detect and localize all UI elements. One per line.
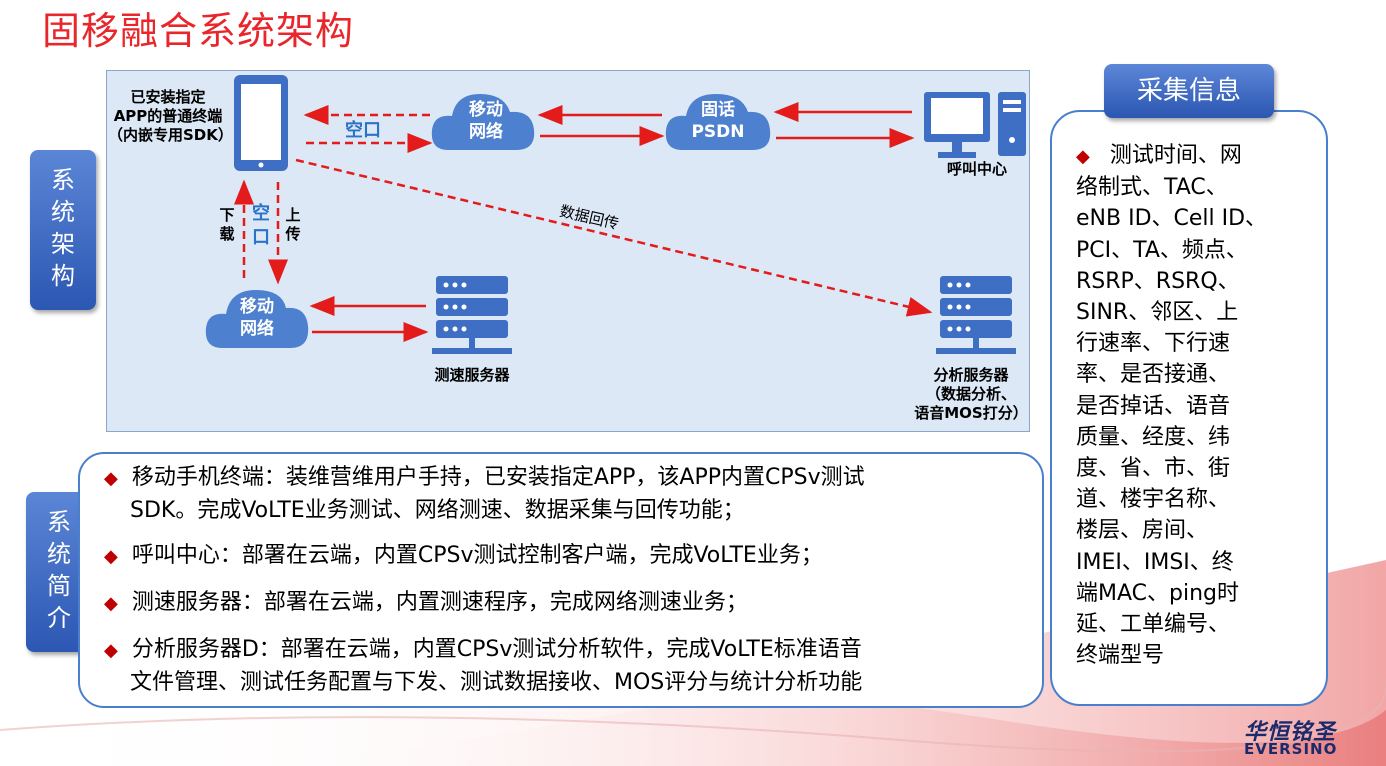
analysis-label-line: 分析服务器 [933,366,1009,384]
phone-label: 已安装指定 APP的普通终端 （内嵌专用SDK） [108,88,233,145]
info-line: PCI、TA、频点、 [1076,237,1248,263]
tab-char: 统 [47,540,71,568]
info-line: eNB ID、Cell ID、 [1076,206,1268,232]
cloud-text: 网络 [240,319,274,339]
description-text: 呼叫中心：部署在云端，内置CPSv测试控制客户端，完成VoLTE业务； [131,543,823,568]
call-center-label: 呼叫中心 [946,160,1007,178]
upload-label: 上 传 [282,206,304,244]
cloud-text: 网络 [469,122,503,142]
cloud-icon-mobile-top [431,94,535,150]
info-line: SINR、邻区、上 [1076,300,1239,326]
cloud-icon-psdn [665,94,771,150]
phone-icon [234,75,288,171]
download-label: 下 载 [216,206,238,244]
info-line: RSRP、RSRQ、 [1076,268,1240,294]
brand-logo-cn: 华恒铭圣 [1244,720,1337,745]
diamond-bullet-icon: ◆ [104,640,118,661]
download-char: 载 [219,225,235,243]
info-line: 行速率、下行速 [1076,331,1231,357]
diamond-bullet-icon: ◆ [104,546,118,567]
info-line: 是否掉话、语音 [1076,393,1231,419]
info-line: 度、省、市、街 [1076,456,1231,482]
info-line: IMEI、IMSI、终 [1076,549,1234,575]
info-text: 测试时间、网 [1109,143,1242,168]
server-icon-analysis [936,276,1016,354]
mobile-network-bottom-label: 移动 网络 [219,296,295,340]
description-text: 文件管理、测试任务配置与下发、测试数据接收、MOS评分与统计分析功能 [130,670,863,695]
tab-char: 构 [51,262,75,290]
description-item-terminal: ◆ 移动手机终端：装维营维用户手持，已安装指定APP，该APP内置CPSv测试 S… [104,462,865,527]
tab-char: 统 [51,198,75,226]
description-text: 分析服务器D：部署在云端，内置CPSv测试分析软件，完成VoLTE标准语音 [131,637,862,662]
diamond-bullet-icon: ◆ [104,593,118,614]
description-item-call-center: ◆ 呼叫中心：部署在云端，内置CPSv测试控制客户端，完成VoLTE业务； [104,540,823,573]
psdn-label: 固话 PSDN [680,99,756,143]
brand-logo-en: EVERSINO [1244,740,1338,758]
description-line: ◆ 分析服务器D：部署在云端，内置CPSv测试分析软件，完成VoLTE标准语音 [104,634,862,667]
computer-icon [924,92,1026,158]
tab-char: 架 [51,230,75,258]
upload-char: 传 [285,225,301,243]
analysis-label-line: 语音MOS打分） [914,404,1028,422]
info-list: ◆ 测试时间、网 络制式、TAC、 eNB ID、Cell ID、 PCI、TA、… [1076,140,1308,671]
description-text: 移动手机终端：装维营维用户手持，已安装指定APP，该APP内置CPSv测试 [131,465,865,490]
description-line: 文件管理、测试任务配置与下发、测试数据接收、MOS评分与统计分析功能 [104,667,862,699]
tab-char: 介 [47,604,71,632]
info-line: 延、工单编号、 [1076,612,1231,638]
description-line: ◆ 移动手机终端：装维营维用户手持，已安装指定APP，该APP内置CPSv测试 [104,462,865,495]
description-box [78,452,1044,708]
cloud-text: 移动 [240,297,274,317]
info-line: 楼层、房间、 [1076,518,1209,544]
server-icon-speed [432,276,512,354]
speed-server-label: 测速服务器 [434,366,510,384]
info-line: 终端型号 [1076,643,1165,669]
air-char: 口 [252,227,270,248]
cloud-text: 移动 [469,100,503,120]
cloud-text: PSDN [691,122,745,142]
info-header: 采集信息 [1104,64,1274,118]
description-item-analysis-server: ◆ 分析服务器D：部署在云端，内置CPSv测试分析软件，完成VoLTE标准语音 文… [104,634,862,699]
phone-label-line: 已安装指定 [130,88,206,106]
info-line: 率、是否接通、 [1076,362,1231,388]
download-char: 下 [219,206,235,224]
info-line: 端MAC、ping时 [1076,580,1239,606]
info-box [1050,110,1328,706]
arrow-data-return [295,158,933,317]
analysis-server-label: 分析服务器 （数据分析、 语音MOS打分） [914,366,1028,423]
upload-char: 上 [285,206,301,224]
description-text: 测速服务器：部署在云端，内置测速程序，完成网络测速业务； [131,590,748,615]
info-line: 络制式、TAC、 [1076,175,1228,201]
diamond-bullet-icon: ◆ [104,468,118,489]
description-text: SDK。完成VoLTE业务测试、网络测速、数据采集与回传功能； [130,498,745,523]
air-interface-label-left: 空 口 [250,202,272,250]
description-line: SDK。完成VoLTE业务测试、网络测速、数据采集与回传功能； [104,495,865,527]
page-title: 固移融合系统架构 [42,9,355,53]
analysis-label-line: （数据分析、 [925,385,1016,403]
phone-label-line: APP的普通终端 [113,107,223,125]
cloud-text: 固话 [701,100,735,120]
diamond-bullet-icon: ◆ [1076,146,1090,167]
cloud-icon-mobile-bottom [205,290,309,348]
tab-char: 系 [47,508,71,536]
info-line: ◆ 测试时间、网 [1076,140,1308,172]
info-line: 质量、经度、纬 [1076,424,1231,450]
air-interface-label-top: 空口 [345,120,381,141]
tab-char: 简 [47,572,71,600]
tab-char: 系 [51,166,75,194]
description-item-speed-server: ◆ 测速服务器：部署在云端，内置测速程序，完成网络测速业务； [104,587,748,620]
tab-system-architecture: 系 统 架 构 [30,150,96,310]
air-char: 空 [252,203,270,224]
phone-label-line: （内嵌专用SDK） [108,126,233,144]
mobile-network-top-label: 移动 网络 [448,99,524,143]
info-line: 道、楼宇名称、 [1076,487,1231,513]
